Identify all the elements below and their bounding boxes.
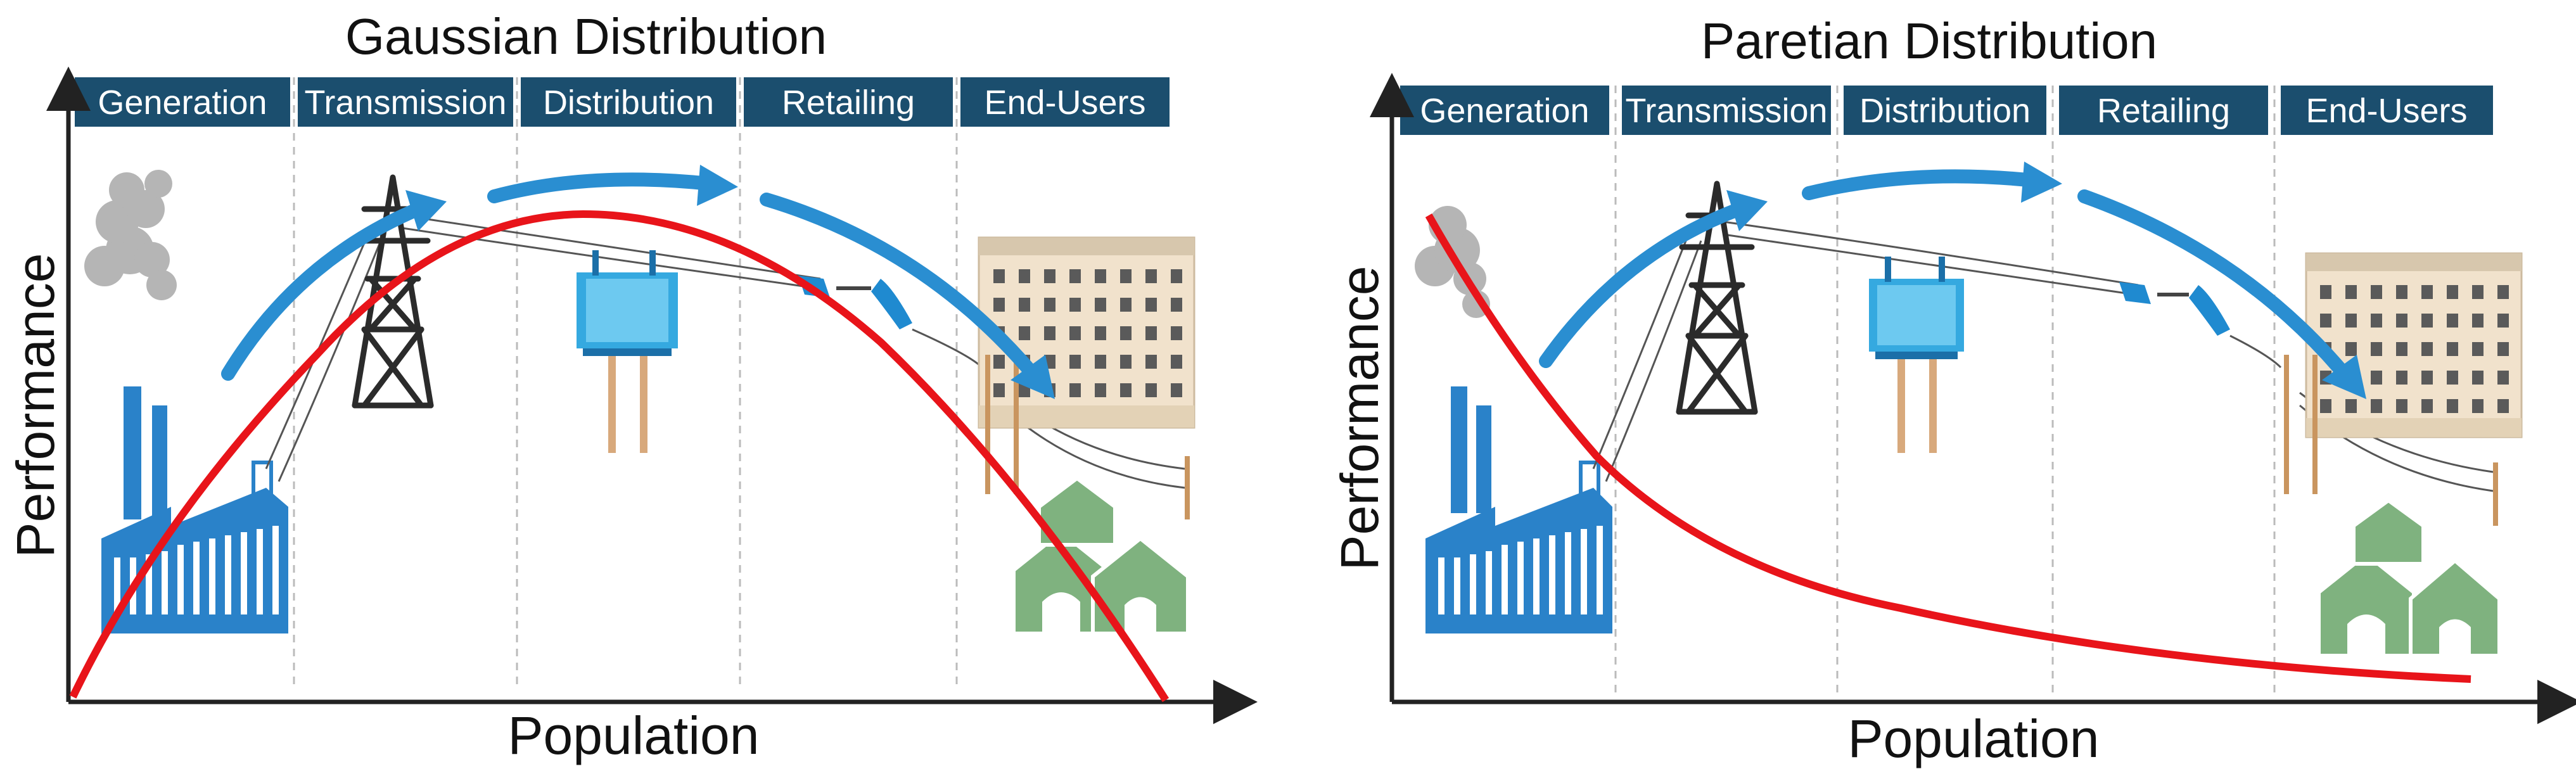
x-axis-label: Population bbox=[1848, 709, 2100, 768]
stage-label-distribution: Distribution bbox=[543, 84, 714, 122]
stage-dividers bbox=[293, 77, 958, 691]
x-axis-label: Population bbox=[508, 706, 760, 765]
stage-label-retailing: Retailing bbox=[2097, 92, 2230, 130]
smoke-icon bbox=[84, 170, 177, 300]
axes bbox=[1370, 73, 2576, 724]
performance-curve bbox=[1425, 213, 2471, 683]
transformer-icon bbox=[1869, 257, 1964, 453]
panel-title: Paretian Distribution bbox=[1701, 13, 2157, 69]
axes bbox=[46, 67, 1258, 724]
performance-curve bbox=[69, 210, 1170, 703]
flow-arrowheads bbox=[1726, 162, 2366, 399]
house-icon bbox=[2317, 498, 2501, 658]
stage-label-end-users: End-Users bbox=[2305, 92, 2467, 130]
stage-header: Generation Transmission Distribution Ret… bbox=[1400, 86, 2493, 135]
stage-label-retailing: Retailing bbox=[782, 84, 915, 122]
office-building-icon bbox=[2284, 252, 2523, 526]
y-axis-label: Performance bbox=[6, 253, 65, 558]
panel-title: Gaussian Distribution bbox=[345, 8, 827, 65]
stage-header: Generation Transmission Distribution Ret… bbox=[75, 77, 1170, 127]
house-icon bbox=[1012, 476, 1190, 635]
stage-label-generation: Generation bbox=[1420, 92, 1589, 130]
transformer-icon bbox=[577, 250, 678, 453]
flow-arrowheads bbox=[405, 165, 1055, 399]
stage-label-generation: Generation bbox=[98, 84, 267, 122]
stage-label-distribution: Distribution bbox=[1859, 92, 2031, 130]
paretian-panel: Paretian Distribution Generation Transmi… bbox=[1330, 13, 2576, 768]
stage-label-transmission: Transmission bbox=[1625, 92, 1827, 130]
office-building-icon bbox=[978, 236, 1196, 519]
flow-arrow-icon bbox=[221, 172, 1040, 381]
y-axis-label: Performance bbox=[1330, 266, 1389, 571]
flow-arrow-icon bbox=[1539, 169, 2351, 381]
gaussian-panel: Gaussian Distribution Generation Transmi… bbox=[6, 8, 1258, 765]
plug-icon bbox=[2119, 282, 2230, 336]
stage-label-end-users: End-Users bbox=[984, 84, 1145, 122]
stage-label-transmission: Transmission bbox=[304, 84, 506, 122]
factory-icon bbox=[101, 386, 288, 633]
factory-icon bbox=[1425, 386, 1612, 633]
